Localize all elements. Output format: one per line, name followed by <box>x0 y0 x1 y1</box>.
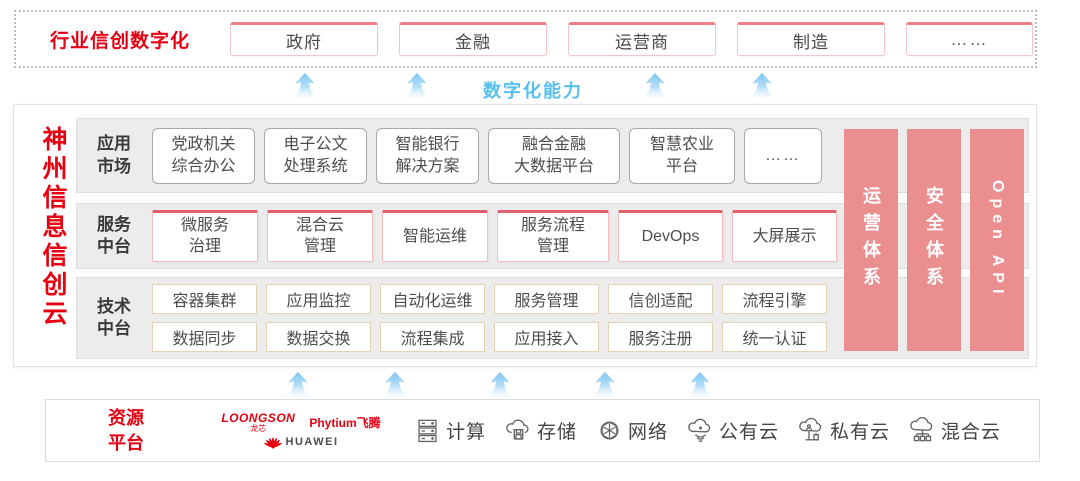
resource-list: 计算 存储 网络 <box>414 417 1001 444</box>
side-bar-security: 安全体系 <box>907 129 961 351</box>
platform-box: 神州信息信创云 应用 市场 党政机关 综合办公 电子公文 处理系统 智能银行 解… <box>13 104 1037 367</box>
tech-item: 应用监控 <box>266 284 371 314</box>
hybrid-cloud-icon <box>910 417 933 442</box>
up-arrow-icon <box>687 371 713 398</box>
up-arrow-icon <box>292 72 318 99</box>
industry-item-carrier: 运营商 <box>568 22 717 56</box>
tech-item: 服务注册 <box>608 322 713 352</box>
resource-band: 资源 平台 LOONGSON 龙芯 Phytium飞腾 <box>45 399 1040 462</box>
industry-band-title: 行业信创数字化 <box>50 30 191 52</box>
app-item-more: …… <box>744 127 822 184</box>
side-bar-open-api: Open API <box>970 129 1024 351</box>
up-arrow-icon <box>642 72 668 99</box>
industry-item-manufacturing: 制造 <box>737 22 886 56</box>
resource-band-title: 资源 平台 <box>108 408 144 453</box>
app-item: 智能银行 解决方案 <box>376 127 479 184</box>
capability-label: 数字化能力 <box>483 81 583 101</box>
network-icon <box>600 421 619 440</box>
phytium-logo: Phytium飞腾 <box>309 416 381 430</box>
resource-hybrid-cloud: 混合云 <box>909 417 1001 444</box>
service-item: 智能运维 <box>382 210 488 262</box>
industry-list: 政府 金融 运营商 制造 …… <box>230 22 1034 56</box>
service-item: 微服务 治理 <box>152 210 258 262</box>
up-arrow-icon <box>592 371 618 398</box>
app-item: 智慧农业 平台 <box>629 127 735 184</box>
huawei-petal-icon <box>263 437 282 449</box>
tech-item: 自动化运维 <box>380 284 485 314</box>
app-market-items: 党政机关 综合办公 电子公文 处理系统 智能银行 解决方案 融合金融 大数据平台… <box>152 127 822 184</box>
industry-item-finance: 金融 <box>399 22 548 56</box>
tech-item: 流程引擎 <box>722 284 827 314</box>
tech-item: 信创适配 <box>608 284 713 314</box>
compute-icon <box>418 419 437 443</box>
service-platform-label: 服务 中台 <box>97 214 131 256</box>
platform-title: 神州信息信创云 <box>39 126 67 329</box>
vendor-logos: LOONGSON 龙芯 Phytium飞腾 <box>216 412 386 449</box>
tech-item: 统一认证 <box>722 322 827 352</box>
tech-item: 应用接入 <box>494 322 599 352</box>
storage-icon <box>506 419 529 440</box>
tech-item: 数据交换 <box>266 322 371 352</box>
tech-platform-label: 技术 中台 <box>97 296 131 338</box>
loongson-logo: LOONGSON 龙芯 <box>221 411 296 433</box>
tech-item: 数据同步 <box>152 322 257 352</box>
private-cloud-icon <box>799 417 822 441</box>
app-item: 电子公文 处理系统 <box>264 127 367 184</box>
public-cloud-icon <box>688 418 711 442</box>
tech-items-bottom: 数据同步 数据交换 流程集成 应用接入 服务注册 统一认证 <box>152 322 827 352</box>
tech-items-top: 容器集群 应用监控 自动化运维 服务管理 信创适配 流程引擎 <box>152 284 827 314</box>
up-arrow-icon <box>382 371 408 398</box>
service-item: DevOps <box>618 210 723 262</box>
resource-compute: 计算 <box>414 417 486 444</box>
app-item: 党政机关 综合办公 <box>152 127 255 184</box>
tech-item: 容器集群 <box>152 284 257 314</box>
resource-storage: 存储 <box>505 417 577 444</box>
tech-item: 服务管理 <box>494 284 599 314</box>
industry-item-more: …… <box>906 22 1034 56</box>
resource-private-cloud: 私有云 <box>798 417 890 444</box>
tech-platform-items: 容器集群 应用监控 自动化运维 服务管理 信创适配 流程引擎 数据同步 数据交换… <box>152 284 827 352</box>
resource-network: 网络 <box>596 417 668 444</box>
service-item: 服务流程 管理 <box>497 210 609 262</box>
app-market-label: 应用 市场 <box>97 134 131 176</box>
industry-band: 行业信创数字化 政府 金融 运营商 制造 …… <box>14 10 1037 68</box>
vendor-row-top: LOONGSON 龙芯 Phytium飞腾 <box>221 412 380 433</box>
up-arrow-icon <box>749 72 775 99</box>
resource-public-cloud: 公有云 <box>687 417 779 444</box>
app-item: 融合金融 大数据平台 <box>488 127 620 184</box>
service-platform-items: 微服务 治理 混合云 管理 智能运维 服务流程 管理 DevOps 大屏展示 <box>152 210 837 262</box>
service-item: 混合云 管理 <box>267 210 373 262</box>
side-bar-operations: 运营体系 <box>844 129 898 351</box>
industry-item-government: 政府 <box>230 22 379 56</box>
service-item: 大屏展示 <box>732 210 837 262</box>
tech-item: 流程集成 <box>380 322 485 352</box>
up-arrow-icon <box>487 371 513 398</box>
up-arrow-icon <box>404 72 430 99</box>
up-arrow-icon <box>285 371 311 398</box>
huawei-logo: HUAWEI <box>263 435 339 449</box>
